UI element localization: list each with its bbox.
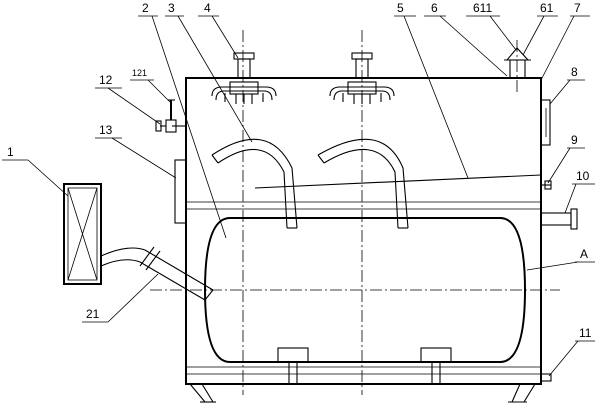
callout-label-61: 61 [540, 1, 554, 15]
callout-label-6: 6 [431, 1, 438, 15]
centre-lines [150, 30, 560, 395]
callout-label-7: 7 [574, 1, 581, 15]
drain-port [540, 373, 552, 382]
water-level-lines [186, 201, 541, 375]
callout-label-A: A [580, 247, 588, 261]
callout-label-1: 1 [7, 145, 14, 159]
callout-labels: 1 2 3 4 5 6 611 61 7 8 9 10 11 12 121 13… [7, 1, 592, 340]
tank-body [185, 77, 542, 403]
inlet-duct [100, 246, 214, 301]
callout-label-9: 9 [571, 133, 578, 147]
inlet-valve [155, 99, 186, 133]
side-window [540, 99, 551, 146]
inner-vessel [203, 217, 527, 363]
spray-head-right [329, 52, 395, 104]
callout-label-611: 611 [473, 1, 492, 15]
support-saddle-left [277, 347, 309, 385]
curved-pipe-left [211, 138, 298, 229]
callout-label-4: 4 [204, 1, 211, 15]
spray-head-left [211, 52, 277, 104]
support-saddle-right [420, 347, 452, 385]
outlet-pipe [540, 208, 578, 230]
curved-pipe-right [317, 138, 409, 229]
callout-label-12: 12 [99, 73, 113, 87]
inclined-plate [254, 174, 542, 189]
callout-label-13: 13 [99, 123, 113, 137]
callout-label-3: 3 [168, 1, 175, 15]
leader-lines [2, 15, 595, 377]
callout-label-121: 121 [132, 68, 147, 78]
top-vent [504, 40, 531, 95]
blower-box [63, 183, 102, 285]
side-plate [174, 159, 187, 224]
callout-label-11: 11 [579, 326, 592, 340]
port-9 [541, 180, 552, 190]
callout-label-5: 5 [397, 1, 404, 15]
callout-label-10: 10 [576, 169, 590, 183]
callout-label-8: 8 [571, 65, 578, 79]
callout-label-21: 21 [86, 307, 100, 321]
callout-label-2: 2 [142, 1, 149, 15]
